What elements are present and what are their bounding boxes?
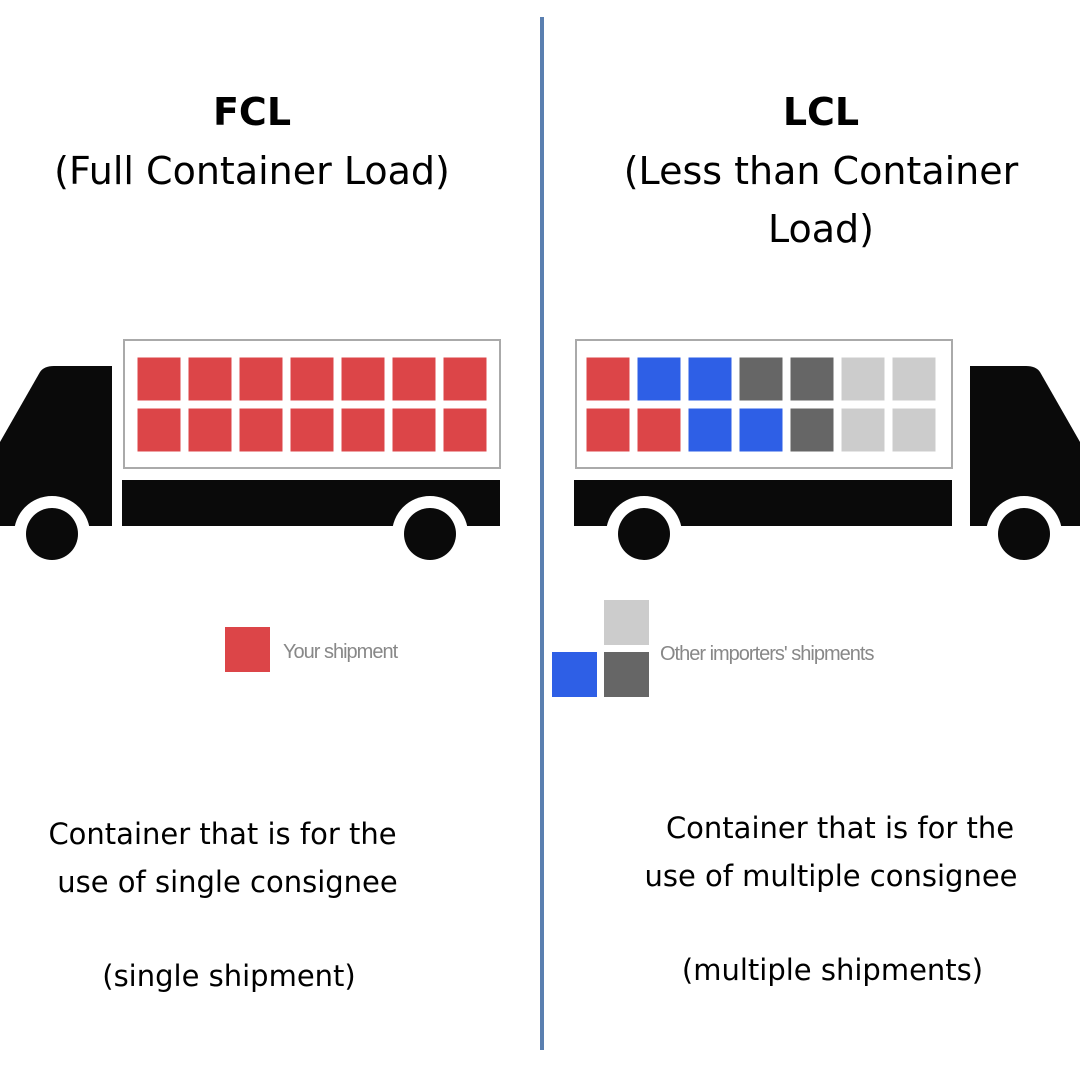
fcl-box-red bbox=[136, 407, 182, 453]
lcl-legend-swatch-dark bbox=[604, 652, 649, 697]
center-divider bbox=[540, 17, 544, 1050]
fcl-truck-icon bbox=[0, 339, 501, 570]
fcl-subtitle: (Full Container Load) bbox=[54, 149, 450, 193]
fcl-box-red bbox=[238, 407, 284, 453]
lcl-box-red bbox=[585, 356, 631, 402]
lcl-box-light bbox=[840, 407, 886, 453]
fcl-box-red bbox=[187, 356, 233, 402]
fcl-wheel-rear bbox=[404, 508, 456, 560]
fcl-box-red bbox=[391, 407, 437, 453]
lcl-box-blue bbox=[687, 407, 733, 453]
fcl-legend-swatch bbox=[225, 627, 270, 672]
fcl-box-red bbox=[442, 407, 488, 453]
lcl-box-blue bbox=[636, 356, 682, 402]
lcl-box-red bbox=[585, 407, 631, 453]
fcl-title: FCL bbox=[212, 90, 292, 134]
fcl-box-red bbox=[442, 356, 488, 402]
fcl-box-red bbox=[340, 407, 386, 453]
fcl-box-red bbox=[289, 407, 335, 453]
lcl-subtitle-line1: (Less than Container bbox=[623, 149, 1019, 193]
lcl-legend-swatch-light bbox=[604, 600, 649, 645]
lcl-legend-swatch-blue bbox=[552, 652, 597, 697]
fcl-box-red bbox=[238, 356, 284, 402]
fcl-box-red bbox=[187, 407, 233, 453]
lcl-title: LCL bbox=[782, 90, 860, 134]
lcl-note: (multiple shipments) bbox=[681, 953, 984, 987]
lcl-wheel-rear bbox=[618, 508, 670, 560]
fcl-description-line1: Container that is for the bbox=[48, 817, 397, 851]
lcl-subtitle-line2: Load) bbox=[768, 207, 874, 251]
lcl-box-blue bbox=[687, 356, 733, 402]
lcl-box-dark bbox=[789, 407, 835, 453]
lcl-description-line1: Container that is for the bbox=[665, 811, 1015, 845]
fcl-box-red bbox=[136, 356, 182, 402]
fcl-description-line2: use of single consignee bbox=[57, 865, 398, 899]
lcl-truck-icon bbox=[574, 339, 1080, 570]
lcl-box-light bbox=[840, 356, 886, 402]
lcl-box-blue bbox=[738, 407, 784, 453]
lcl-cab bbox=[970, 366, 1080, 526]
lcl-box-dark bbox=[738, 356, 784, 402]
lcl-legend-label: Other importers' shipments bbox=[660, 643, 874, 665]
fcl-wheel-front bbox=[26, 508, 78, 560]
fcl-box-red bbox=[340, 356, 386, 402]
fcl-cab bbox=[0, 366, 112, 526]
fcl-box-red bbox=[391, 356, 437, 402]
lcl-box-light bbox=[891, 356, 937, 402]
lcl-description-line2: use of multiple consignee bbox=[644, 859, 1018, 893]
lcl-box-light bbox=[891, 407, 937, 453]
fcl-note: (single shipment) bbox=[102, 959, 356, 993]
fcl-legend-label: Your shipment bbox=[283, 641, 398, 663]
fcl-box-red bbox=[289, 356, 335, 402]
lcl-wheel-front bbox=[998, 508, 1050, 560]
lcl-box-red bbox=[636, 407, 682, 453]
lcl-box-dark bbox=[789, 356, 835, 402]
